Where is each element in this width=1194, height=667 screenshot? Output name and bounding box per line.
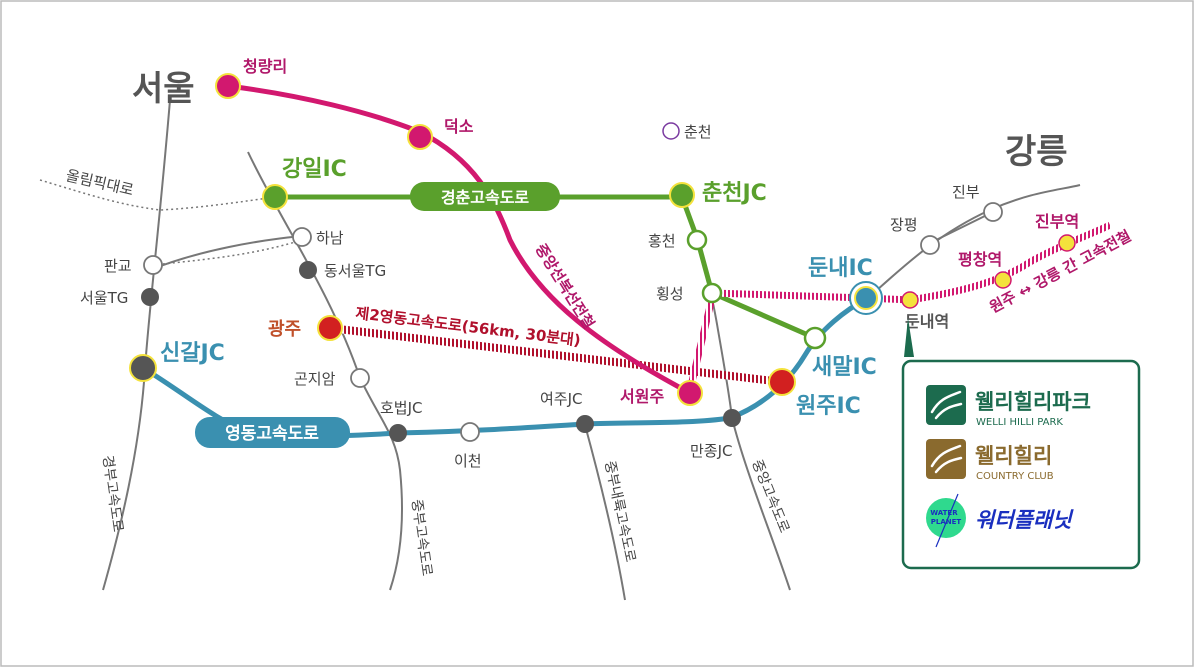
water-planet-logo-top-text: WATER (930, 509, 958, 517)
jinbu-side-line (929, 211, 994, 244)
pyeongchang-station-marker (994, 271, 1012, 289)
jinbu-marker (983, 202, 1003, 222)
yeongdong-pill: 영동고속도로 (195, 417, 350, 448)
chuncheon-label: 춘천 (684, 123, 712, 141)
olympic-road-line (39, 179, 276, 211)
jangpyeong-label: 장평 (890, 216, 918, 234)
icheon-marker (460, 422, 480, 442)
hoengseong-label: 횡성 (656, 285, 684, 303)
hongcheon-label: 홍천 (648, 232, 676, 250)
second-yeongdong-road-line (329, 324, 783, 386)
manjong-jc-marker (723, 409, 741, 427)
jangpyeong-marker (920, 235, 940, 255)
gangil-ic-label: 강일IC (282, 157, 347, 182)
jinbu-station-label: 진부역 (1035, 212, 1079, 231)
singal-jc-label: 신갈JC (160, 341, 225, 366)
water-planet-kr-text: 워터플래닛 (975, 508, 1074, 532)
water-planet-logo-icon (926, 498, 966, 538)
dongseoul-tg-label: 동서울TG (324, 262, 386, 280)
jinbu-station-marker (1058, 234, 1076, 252)
chuncheon-jc-marker (669, 182, 695, 208)
gyeongchun-pill: 경춘고속도로 (410, 182, 560, 211)
gyeongchun-road-label: 경춘고속도로 (441, 188, 530, 207)
cheongnyangni-station-marker (215, 73, 241, 99)
dongseoul-tg-marker (299, 261, 317, 279)
hoengseong-dunnae-rail-line (711, 289, 867, 302)
gangil-ic-marker (262, 184, 288, 210)
gonjiam-label: 곤지암 (294, 370, 336, 388)
legend-pointer (904, 318, 914, 357)
wonju-gangneung-rail-line (865, 221, 1112, 304)
deokso-station-marker (407, 124, 433, 150)
welli-cc-logo-icon (926, 439, 966, 479)
hanam-label: 하남 (316, 229, 344, 247)
jungbu-naeryuk-road-line (584, 424, 626, 601)
dunnae-ic-marker (854, 286, 878, 310)
seoul-tg-marker (141, 288, 159, 306)
welli-park-kr-text: 웰리힐리파크 (975, 390, 1091, 414)
welli-park-en-text: WELLI HILLI PARK (976, 417, 1063, 428)
gangneung-label: 강릉 (1005, 132, 1068, 172)
nodes (129, 73, 1076, 442)
wonju-ic-marker (768, 368, 796, 396)
welli-cc-kr-text: 웰리힐리 (975, 444, 1052, 468)
icheon-label: 이천 (454, 452, 482, 470)
manjong-jc-label: 만종JC (690, 442, 733, 460)
seoul-label: 서울 (132, 69, 195, 109)
gonjiam-marker (350, 368, 370, 388)
dunnae-station-marker (901, 291, 919, 309)
chuncheon-marker (662, 122, 680, 140)
dotted-roads (39, 179, 303, 266)
gwangju-label: 광주 (268, 319, 301, 340)
saemal-ic-label: 새말IC (812, 355, 877, 380)
chuncheon-jc-label: 춘천JC (702, 181, 767, 206)
saemal-ic-marker (803, 326, 827, 350)
seowonju-label: 서원주 (620, 387, 664, 406)
yeoju-jc-label: 여주JC (540, 390, 583, 408)
yeongdong-road-label: 영동고속도로 (225, 424, 319, 444)
resort-legend: 웰리힐리파크 WELLI HILLI PARK 웰리힐리 COUNTRY CLU… (901, 359, 1141, 570)
pangyo-marker (143, 255, 163, 275)
deokso-label: 덕소 (444, 117, 474, 136)
seowonju-station-marker (677, 380, 703, 406)
gwangju-marker (317, 315, 343, 341)
dunnae-ic-label: 둔내IC (808, 256, 873, 281)
hanam-marker (292, 227, 312, 247)
water-planet-logo-bottom-text: PLANET (931, 518, 962, 526)
cheongnyangni-label: 청량리 (243, 57, 287, 76)
hoengseong-marker (701, 282, 723, 304)
hatched-lines (329, 221, 1112, 391)
jinbu-label: 진부 (952, 183, 980, 201)
dunnae-station-label: 둔내역 (905, 312, 949, 331)
hobeop-jc-marker (389, 424, 407, 442)
wonju-ic-label: 원주IC (796, 394, 861, 419)
welli-cc-en-text: COUNTRY CLUB (976, 471, 1054, 482)
pyeongchang-label: 평창역 (958, 250, 1002, 269)
hoengseong-seowonju-rail-line (686, 297, 716, 391)
hongcheon-marker (686, 229, 708, 251)
welli-park-logo-icon (926, 385, 966, 425)
pangyo-label: 판교 (104, 257, 132, 275)
yeoju-jc-marker (576, 415, 594, 433)
singal-jc-marker (129, 354, 157, 382)
pangyo-hanam-dotted (152, 239, 303, 266)
hobeop-jc-label: 호법JC (380, 399, 423, 417)
seoul-tg-label: 서울TG (80, 289, 128, 307)
chuncheon-saemal-road-line (679, 194, 818, 341)
hanam-link-line (149, 235, 303, 271)
